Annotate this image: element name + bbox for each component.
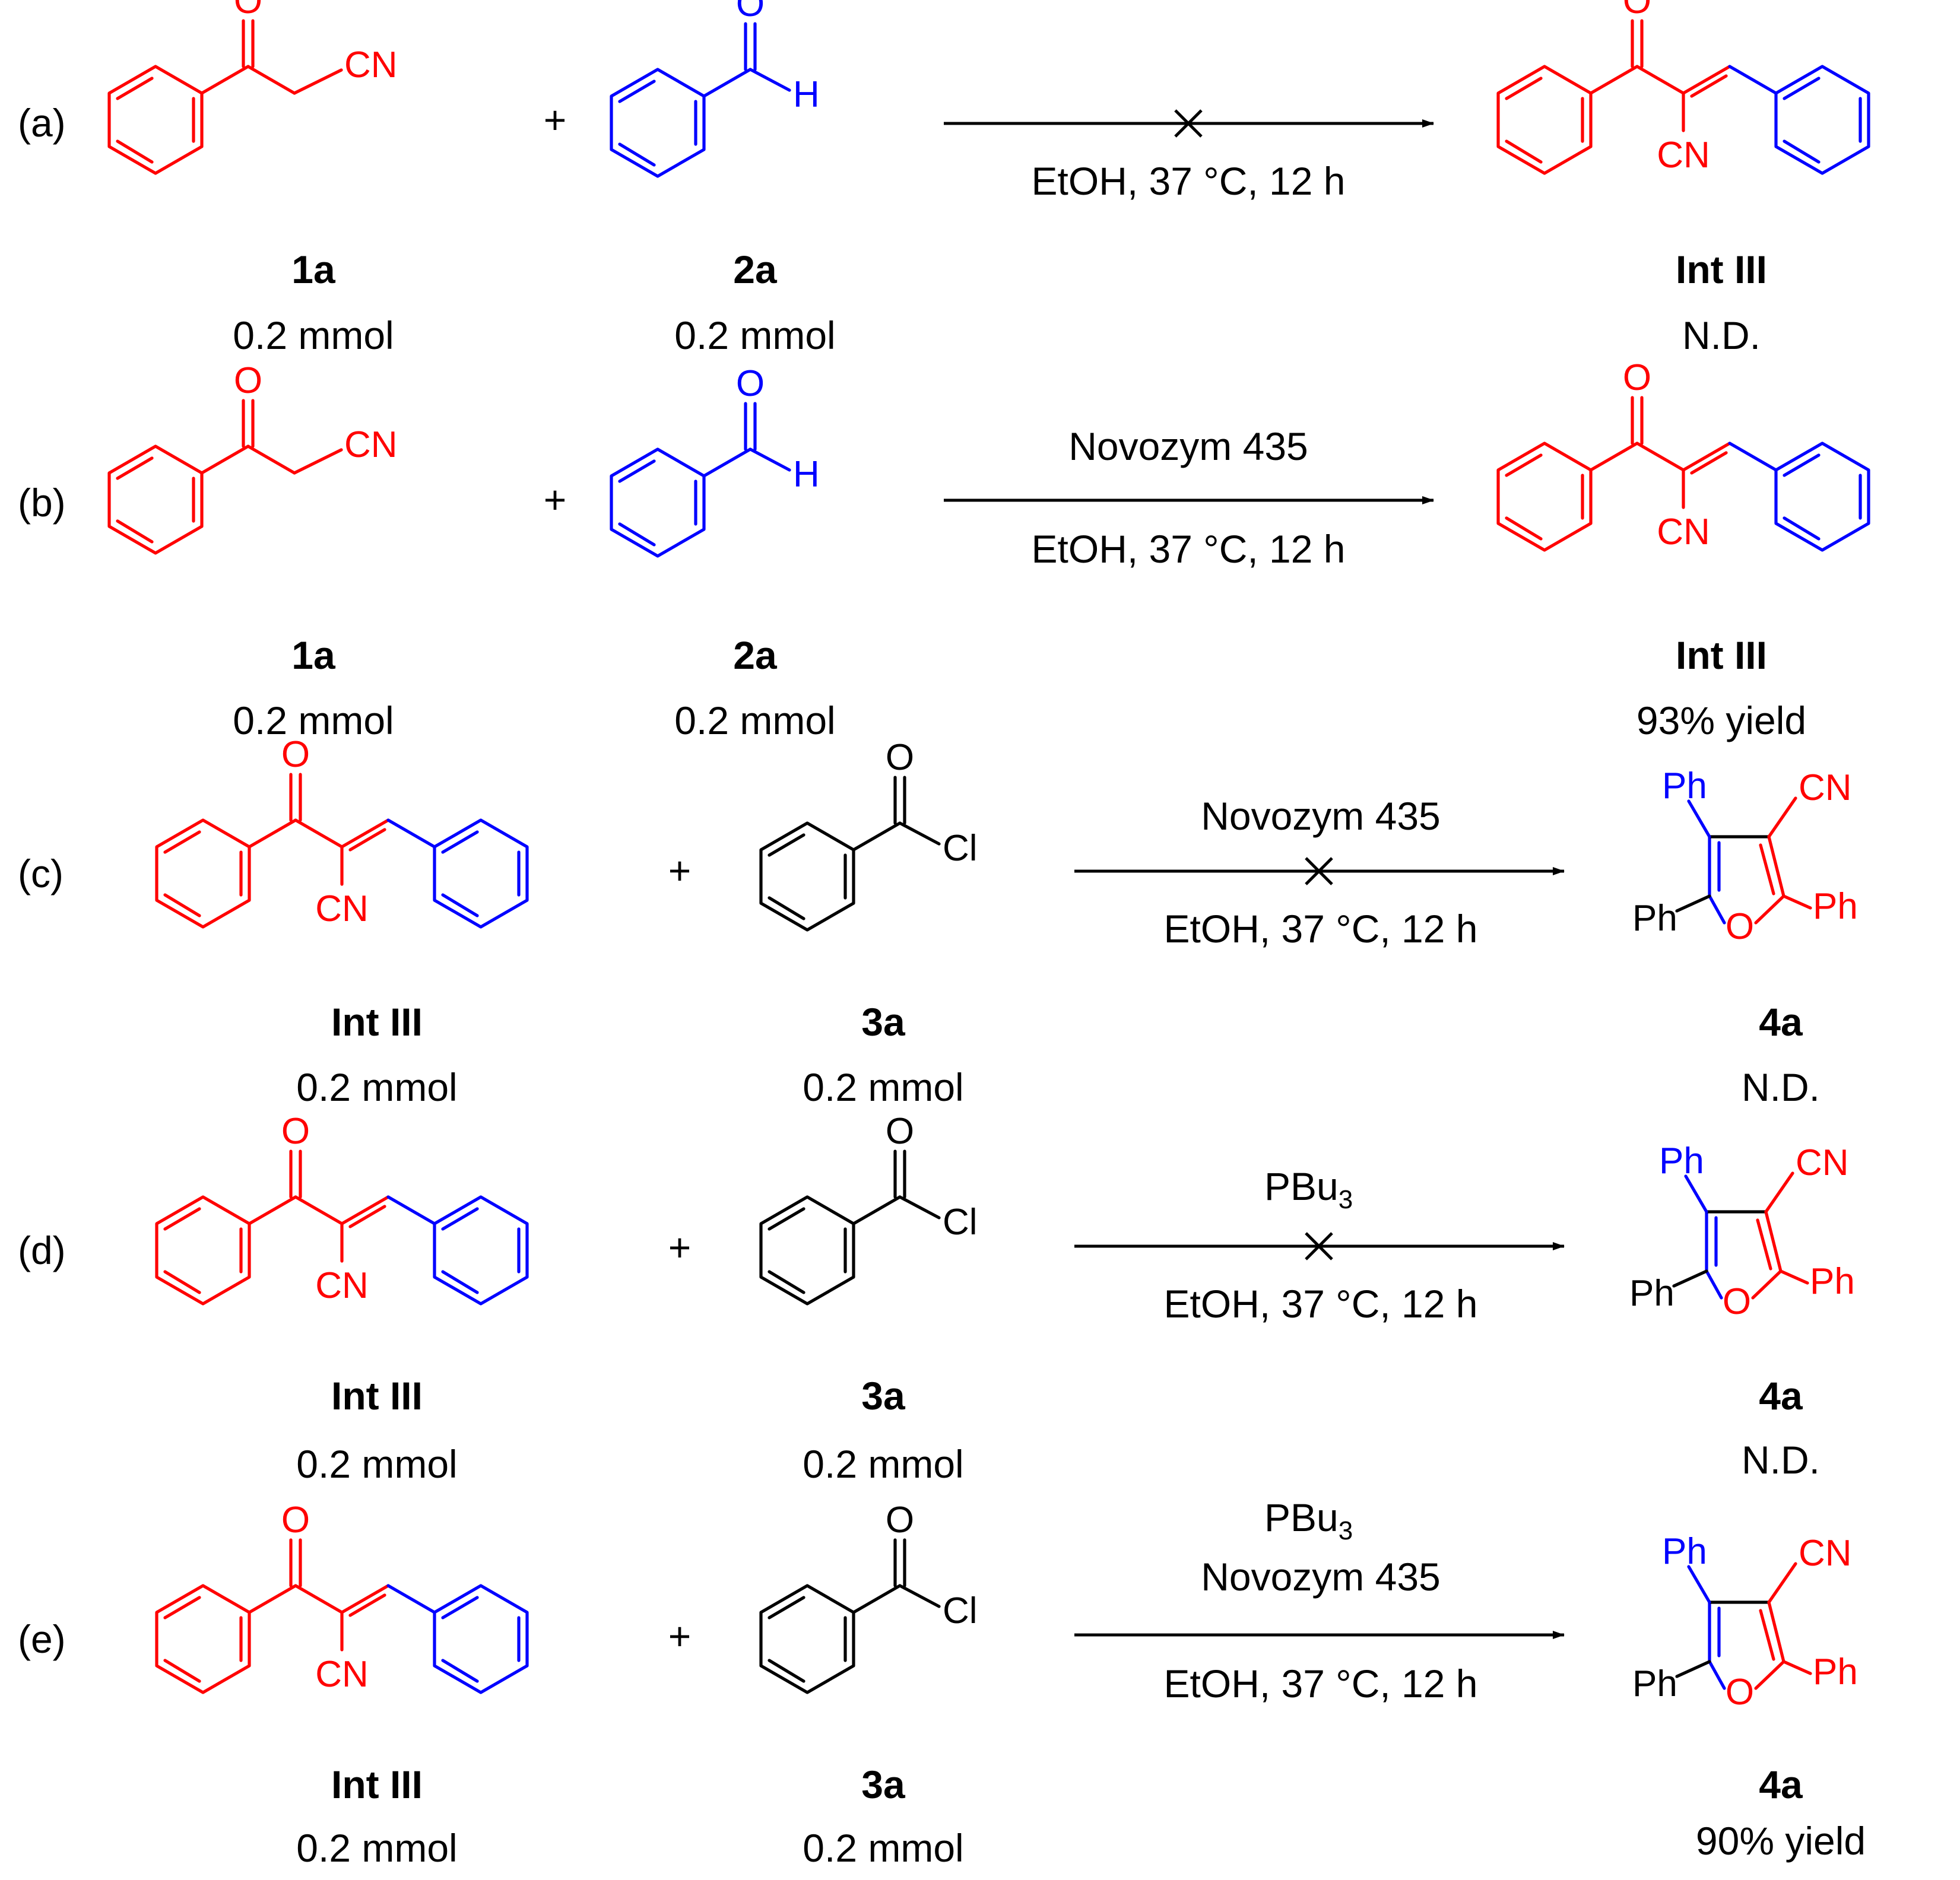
scheme-row-b: (b) + Novozym 435 EtOH, 37 °C, 12 h 1a 0… [18, 357, 1869, 742]
blocked-cross-mark [1305, 1232, 1333, 1260]
conditions-below: EtOH, 37 °C, 12 h [1164, 1282, 1478, 1326]
conditions-below: EtOH, 37 °C, 12 h [1164, 907, 1478, 951]
product-id: Int III [1676, 633, 1767, 677]
plus-sign: + [668, 1614, 692, 1658]
product-id: 4a [1759, 1762, 1803, 1806]
compound-amount: 0.2 mmol [674, 698, 835, 742]
compound-amount: 0.2 mmol [296, 1442, 457, 1486]
scheme-row-a: (a) + EtOH, 37 °C, 12 h 1a 0.2 mmol 2a 0… [18, 0, 1869, 357]
compound-amount: 0.2 mmol [803, 1826, 963, 1870]
compound-id: 1a [291, 633, 336, 677]
compound-id: 3a [861, 1762, 906, 1806]
compound-amount: 0.2 mmol [674, 313, 835, 357]
row-label: (d) [18, 1228, 66, 1272]
compound-amount: 0.2 mmol [296, 1065, 457, 1109]
compound-amount: 0.2 mmol [803, 1442, 963, 1486]
compound-amount: 0.2 mmol [233, 698, 394, 742]
conditions-above-2: Novozym 435 [1201, 1555, 1441, 1599]
product-result: 93% yield [1636, 698, 1806, 742]
conditions-below: EtOH, 37 °C, 12 h [1032, 527, 1346, 571]
compound-id: Int III [331, 1000, 423, 1044]
row-label: (b) [18, 481, 66, 525]
scheme-row-e: (e) + PBu3 Novozym 435 EtOH, 37 °C, 12 h… [18, 1495, 1866, 1870]
scheme-row-c: (c) + Novozym 435 EtOH, 37 °C, 12 h Int … [18, 734, 1858, 1109]
plus-sign: + [668, 849, 692, 893]
compound-id: 2a [733, 247, 778, 291]
plus-sign: + [544, 98, 567, 142]
conditions-above: PBu3 [1264, 1495, 1353, 1545]
compound-amount: 0.2 mmol [233, 313, 394, 357]
compound-id: 2a [733, 633, 778, 677]
compound-amount: 0.2 mmol [803, 1065, 963, 1109]
blocked-cross-mark [1305, 857, 1333, 885]
conditions-above: PBu3 [1264, 1164, 1353, 1214]
conditions-below: EtOH, 37 °C, 12 h [1032, 159, 1346, 203]
conditions-above: Novozym 435 [1201, 794, 1441, 838]
plus-sign: + [668, 1225, 692, 1269]
row-label: (a) [18, 101, 66, 145]
blocked-cross-mark [1174, 109, 1203, 138]
compound-id: 3a [861, 1000, 906, 1044]
row-label: (e) [18, 1617, 66, 1661]
product-result: N.D. [1742, 1438, 1820, 1482]
product-id: 4a [1759, 1000, 1803, 1044]
compound-id: 1a [291, 247, 336, 291]
compound-id: Int III [331, 1762, 423, 1806]
conditions-above: Novozym 435 [1068, 424, 1308, 468]
product-id: Int III [1676, 247, 1767, 291]
product-result: 90% yield [1696, 1819, 1866, 1863]
scheme-row-d: (d) + PBu3 EtOH, 37 °C, 12 h Int III 0.2… [18, 1111, 1855, 1486]
row-label: (c) [18, 852, 64, 895]
product-result: N.D. [1682, 313, 1761, 357]
compound-id: Int III [331, 1374, 423, 1418]
compound-id: 3a [861, 1374, 906, 1418]
conditions-below: EtOH, 37 °C, 12 h [1164, 1662, 1478, 1706]
plus-sign: + [544, 478, 567, 522]
compound-amount: 0.2 mmol [296, 1826, 457, 1870]
product-id: 4a [1759, 1374, 1803, 1418]
product-result: N.D. [1742, 1065, 1820, 1109]
